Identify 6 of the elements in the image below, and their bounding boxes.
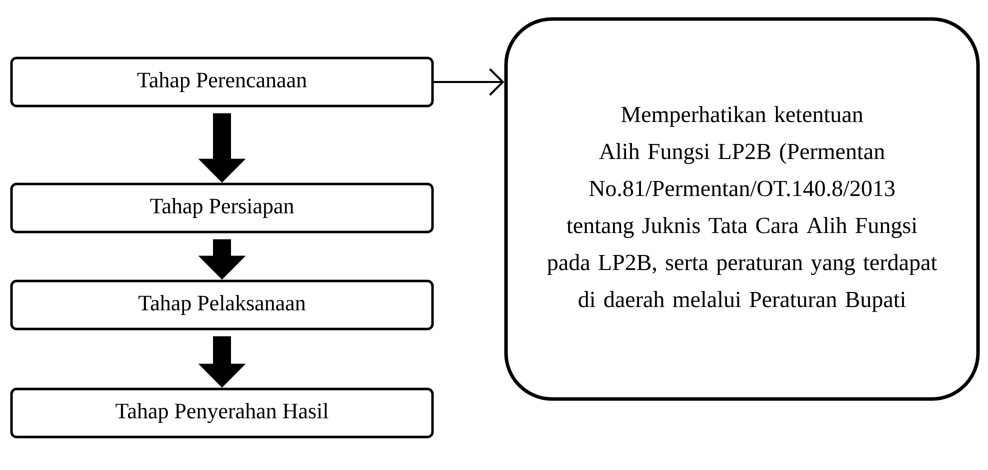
process-box: Tahap Perencanaan [10, 56, 434, 108]
arrow [434, 68, 504, 96]
process-box: Tahap Penyerahan Hasil [10, 388, 434, 438]
note-box: Memperhatikan ketentuan Alih Fungsi LP2B (Permentan No.81/Permentan/OT.140.8/2013 tentang Juknis Tata Cara Alih Fungsi pada LP2B, serta peraturan yang terdapat di daerah melalui Peraturan Bupati [504, 17, 980, 401]
process-box: Tahap Persiapan [10, 182, 434, 234]
process-box: Tahap Pelaksanaan [10, 280, 434, 330]
